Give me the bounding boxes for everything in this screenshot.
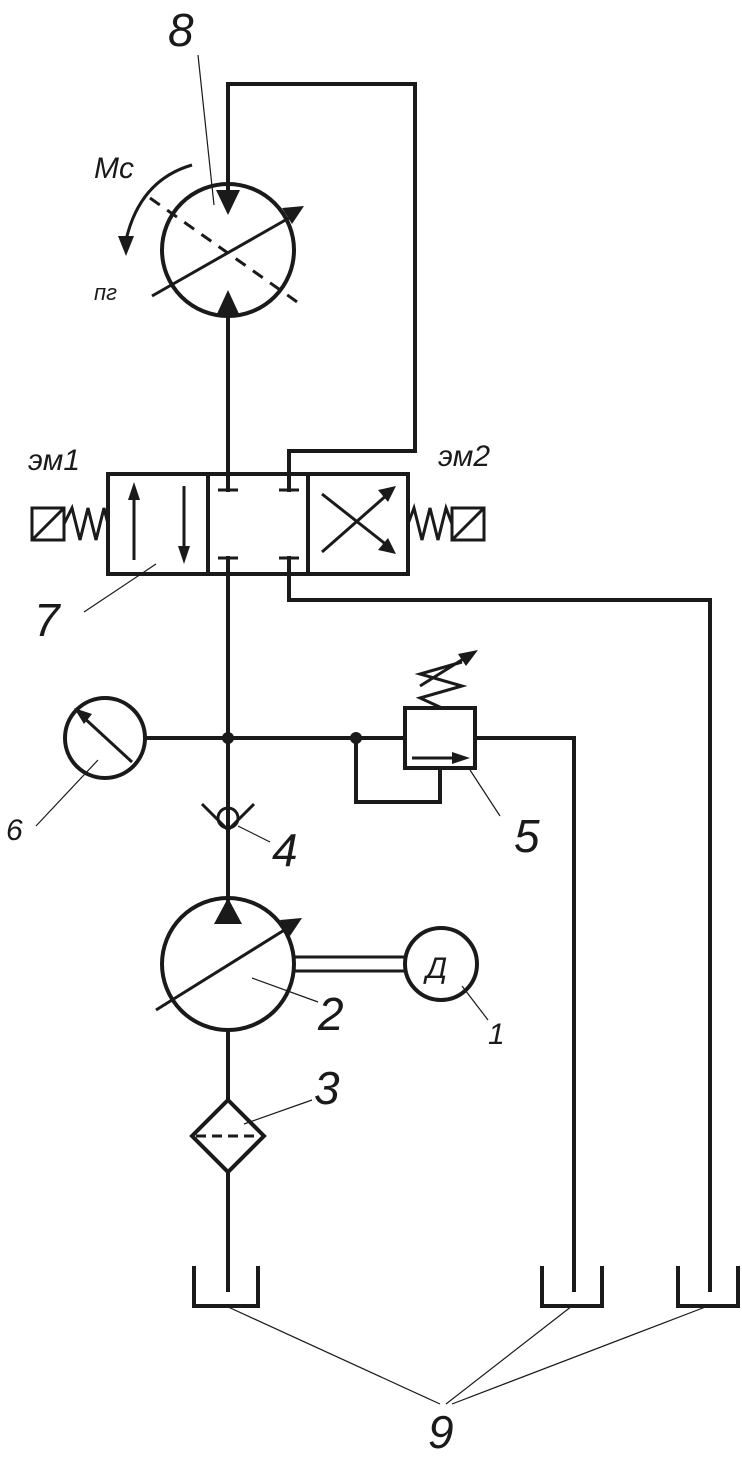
check-valve-4 [200,802,256,833]
label-6: 6 [6,814,23,847]
leader-7 [83,563,157,613]
directional-valve-7 [106,472,410,576]
leader-3 [243,1099,313,1125]
leader-6 [35,759,99,827]
line-pilot [354,736,442,804]
pressure-gauge-6 [63,696,147,780]
leader-1 [461,985,489,1021]
leader-8 [197,54,215,206]
leader-2 [251,977,319,1003]
hydraulic-motor-8 [118,163,304,318]
label-9: 9 [428,1406,454,1458]
junction-dot [222,732,234,744]
leader-5 [469,769,501,817]
leaders-9 [225,1305,709,1405]
label-em2: эм2 [438,440,490,473]
line-valve-drain [287,556,712,1292]
leader-4 [237,825,271,843]
label-5: 5 [514,810,540,862]
filter-3 [189,1097,267,1175]
label-7: 7 [34,594,61,646]
label-motor-letter: Д [423,952,447,985]
label-2: 2 [317,988,344,1040]
label-1: 1 [488,1018,505,1051]
label-4: 4 [272,824,298,876]
label-speed: пг [94,280,117,305]
label-3: 3 [314,1062,340,1114]
line-motor-return [226,82,417,492]
relief-valve-5 [403,650,478,770]
solenoid-em2 [406,502,486,542]
label-8: 8 [168,4,194,56]
solenoid-em1 [30,503,110,542]
electric-motor-1 [403,926,479,1002]
label-torque: Мс [94,152,134,185]
label-em1: эм1 [28,444,80,477]
line-relief-return [473,736,576,1292]
pump-2 [155,896,405,1032]
